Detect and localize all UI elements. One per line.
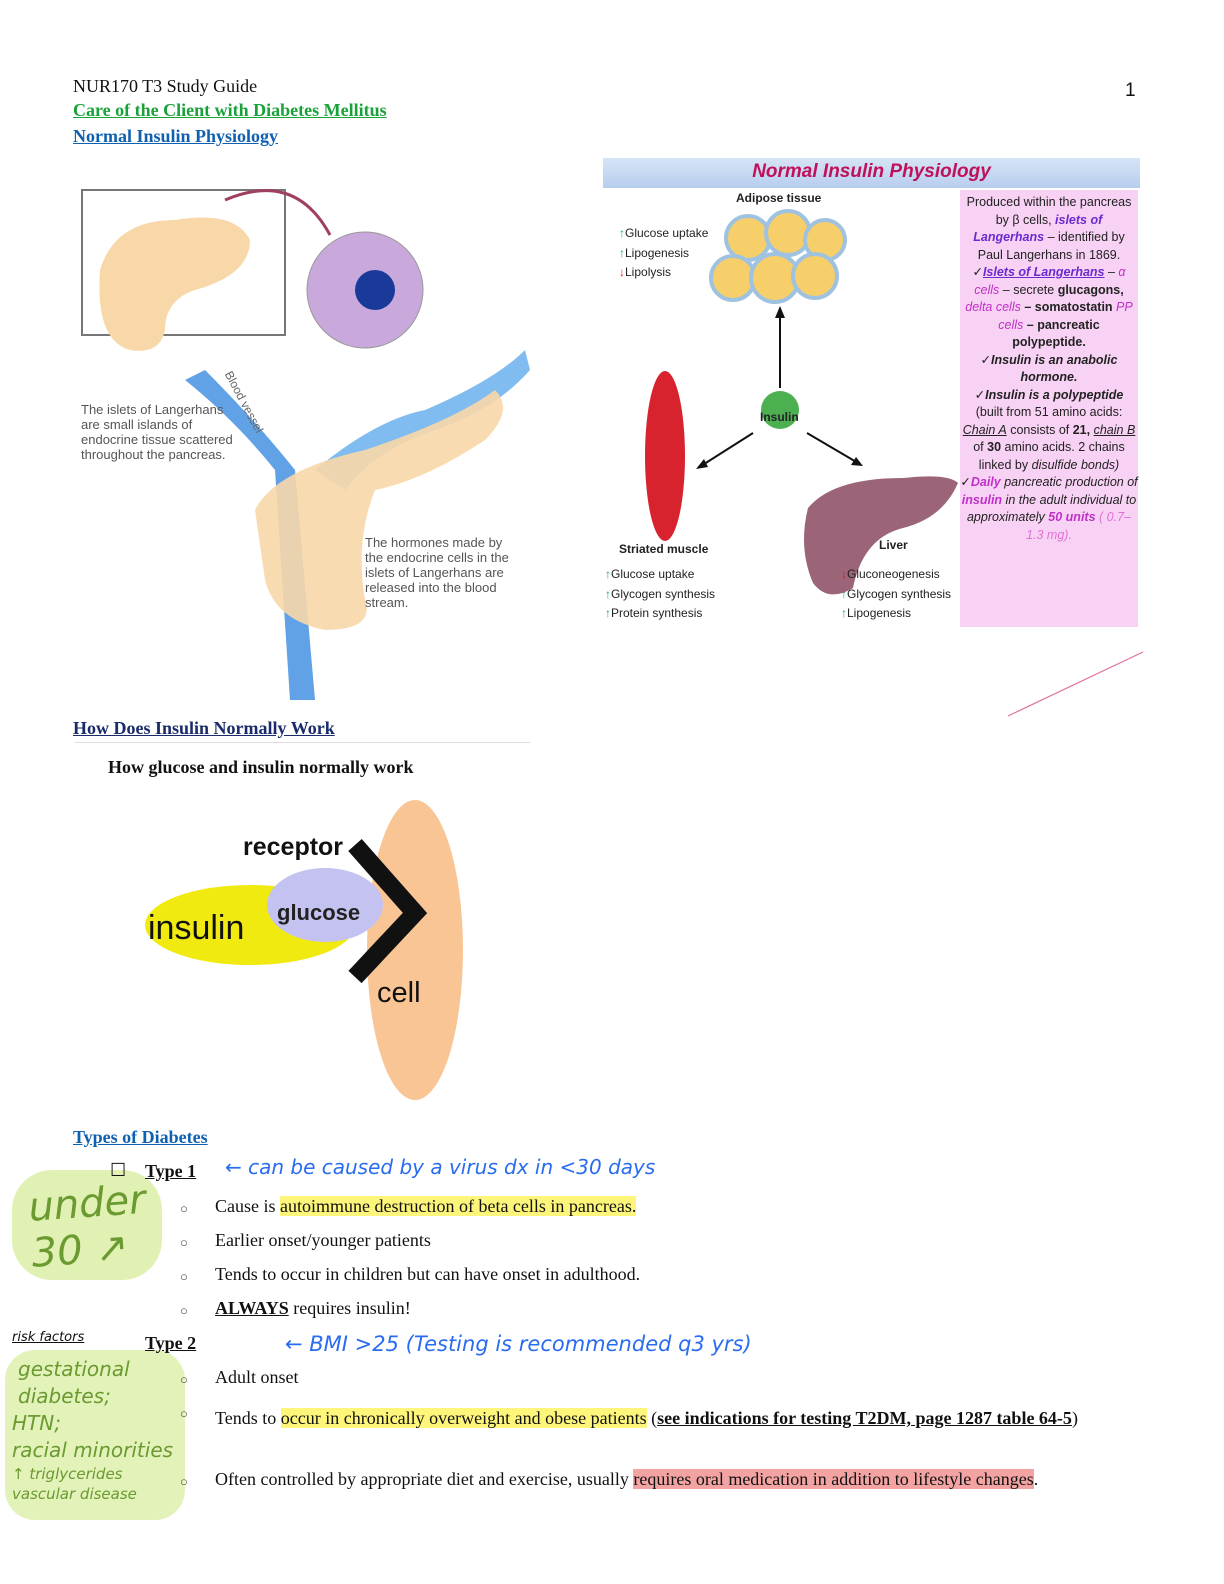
- checkbox-bullet: ☐: [110, 1160, 127, 1180]
- pancreas-illustration: The islets of Langerhans are small islan…: [75, 180, 535, 700]
- liver-effects: ↓Gluconeogenesis ↑Glycogen synthesis ↑Li…: [841, 567, 952, 620]
- handwritten-note-type1: ← can be caused by a virus dx in <30 day…: [225, 1155, 656, 1179]
- glucose-label: glucose: [277, 900, 361, 925]
- hormones-caption: The hormones made by the endocrine cells…: [365, 535, 509, 610]
- type2-item: Often controlled by appropriate diet and…: [215, 1469, 1039, 1489]
- adipose-label: Adipose tissue: [736, 191, 822, 205]
- up-arrow-icon: ↑: [619, 245, 625, 260]
- glucose-shape: [267, 868, 383, 942]
- page-number: 1: [1125, 80, 1136, 101]
- type1-item: Cause is autoimmune destruction of beta …: [215, 1196, 637, 1216]
- section-heading-how-insulin-works: How Does Insulin Normally Work: [73, 718, 335, 738]
- receptor-label: receptor: [243, 833, 344, 861]
- section-heading-normal-insulin: Normal Insulin Physiology: [73, 126, 279, 146]
- type1-item: ALWAYS requires insulin!: [215, 1298, 411, 1318]
- up-arrow-icon: ↑: [605, 586, 611, 601]
- up-arrow-icon: ↑: [841, 586, 847, 601]
- type1-heading: Type 1: [145, 1161, 197, 1181]
- pen-stroke-mark: [1007, 651, 1144, 717]
- up-arrow-icon: ↑: [605, 606, 611, 620]
- adipose-effect: ↑Glucose uptake: [619, 226, 709, 240]
- insulin-physiology-figure: Normal Insulin Physiology Adipose tissue…: [603, 158, 1140, 624]
- cell-label: cell: [377, 977, 421, 1009]
- liver-label: Liver: [879, 538, 908, 552]
- margin-note-under-30: under 30 ↗: [26, 1176, 148, 1277]
- doc-title: Care of the Client with Diabetes Mellitu…: [73, 100, 387, 120]
- type2-heading: Type 2: [145, 1333, 197, 1353]
- physiology-diagram: [645, 209, 958, 595]
- marker-highlight: [12, 1170, 162, 1280]
- type1-item: Earlier onset/younger patients: [215, 1230, 431, 1250]
- down-arrow-icon: ↓: [841, 567, 847, 581]
- muscle-label: Striated muscle: [619, 542, 709, 556]
- testing-indications-link[interactable]: see indications for testing T2DM, page 1…: [657, 1408, 1072, 1428]
- adipose-cells: [709, 209, 847, 304]
- up-arrow-icon: ↑: [619, 226, 625, 240]
- margin-notes-risk-list: gestational diabetes; HTN; racial minori…: [12, 1357, 174, 1503]
- marker-highlight: [5, 1350, 185, 1520]
- figure-title: Normal Insulin Physiology: [603, 158, 1140, 188]
- type1-item: Tends to occur in children but can have …: [215, 1264, 641, 1284]
- type2-item: Adult onset: [215, 1367, 299, 1387]
- adipose-effect: ↑Lipogenesis: [619, 245, 690, 260]
- adipose-effect: ↓Lipolysis: [619, 265, 672, 279]
- physiology-sidebar: Produced within the pancreas by β cells,…: [960, 190, 1138, 627]
- type2-item: Tends to occur in chronically overweight…: [215, 1408, 1078, 1428]
- glucose-insulin-figure: How glucose and insulin normally work re…: [105, 745, 535, 1105]
- up-arrow-icon: ↑: [605, 567, 611, 581]
- figure-title: How glucose and insulin normally work: [108, 757, 414, 777]
- muscle-effects: ↑Glucose uptake ↑Glycogen synthesis ↑Pro…: [605, 567, 716, 620]
- receptor-shape: [348, 839, 428, 984]
- handwritten-note-type2: ← BMI >25 (Testing is recommended q3 yrs…: [285, 1332, 752, 1356]
- margin-note-risk-factors: risk factors: [12, 1330, 85, 1345]
- course-title: NUR170 T3 Study Guide: [73, 76, 258, 96]
- insulin-label: insulin: [148, 909, 245, 947]
- islets-caption: The islets of Langerhans are small islan…: [81, 402, 233, 462]
- adipose-effects: ↑Glucose uptake ↑Lipogenesis ↓Lipolysis: [619, 224, 708, 283]
- section-heading-types: Types of Diabetes: [73, 1127, 208, 1147]
- up-arrow-icon: ↑: [841, 606, 847, 620]
- insulin-label: Insulin: [760, 410, 799, 424]
- pancreas-image: [81, 189, 530, 700]
- down-arrow-icon: ↓: [619, 265, 625, 279]
